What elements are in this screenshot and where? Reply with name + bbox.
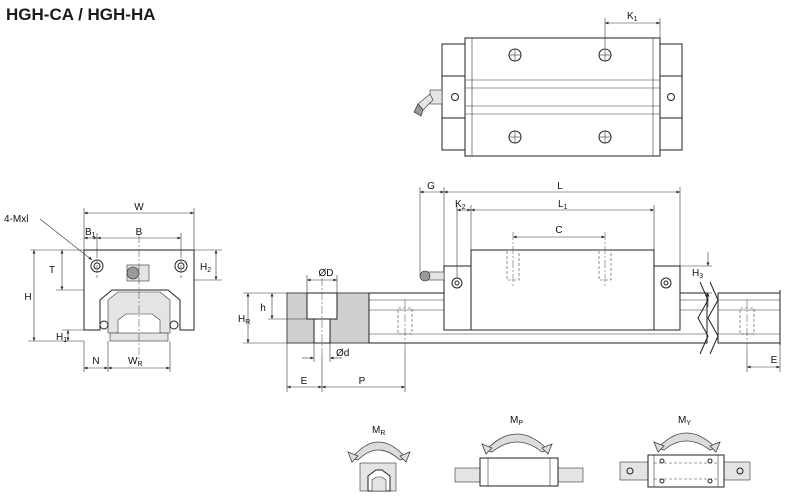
e-left-label: E (301, 376, 308, 387)
side-view: W B1 B 4-Mxl T H2 H H1 N (4, 202, 222, 372)
mr-label: MR (372, 425, 385, 437)
mounting-thread-label: 4-Mxl (4, 214, 28, 225)
hr-label: HR (238, 314, 250, 326)
b1-label: B1 (85, 227, 96, 239)
moment-yaw-diagram: MY (619, 415, 751, 488)
pitch-arrow-icon (485, 433, 549, 453)
counterbore-diameter-label: ØD (319, 268, 334, 279)
p-label: P (359, 376, 366, 387)
e-right-label: E (771, 355, 778, 366)
my-label: MY (678, 415, 691, 427)
yaw-arrow-icon (657, 432, 717, 451)
carriage-top (464, 37, 661, 157)
h-label: H (24, 292, 31, 303)
t-label: T (49, 265, 55, 276)
h3-label: H3 (692, 268, 703, 280)
moment-roll-diagram: MR (347, 425, 411, 492)
mp-label: MP (510, 415, 523, 427)
w-label: W (134, 202, 144, 213)
h1-label: H1 (56, 332, 67, 344)
carriage-section (83, 249, 195, 331)
moment-pitch-diagram: MP (454, 415, 584, 487)
c-label: C (555, 225, 562, 236)
wr-label: WR (128, 356, 143, 368)
h2-label: H2 (200, 262, 211, 274)
drawing-title: HGH-CA / HGH-HA (6, 5, 156, 24)
k2-label: K2 (455, 199, 466, 211)
k1-label: K1 (627, 11, 638, 23)
grease-nipple-icon (413, 89, 443, 117)
b-label: B (136, 227, 143, 238)
l-label: L (557, 181, 563, 192)
n-label: N (92, 356, 99, 367)
h-small-label: h (260, 303, 266, 314)
g-label: G (427, 181, 435, 192)
bolt-hole-diameter-label: Ød (336, 348, 349, 359)
l1-label: L1 (558, 199, 568, 211)
roll-arrow-icon (351, 441, 407, 461)
top-view: K1 (413, 11, 683, 157)
front-view: G L K2 L1 C H3 ØD HR h (238, 181, 781, 392)
front-grease-nipple-icon (419, 270, 445, 282)
